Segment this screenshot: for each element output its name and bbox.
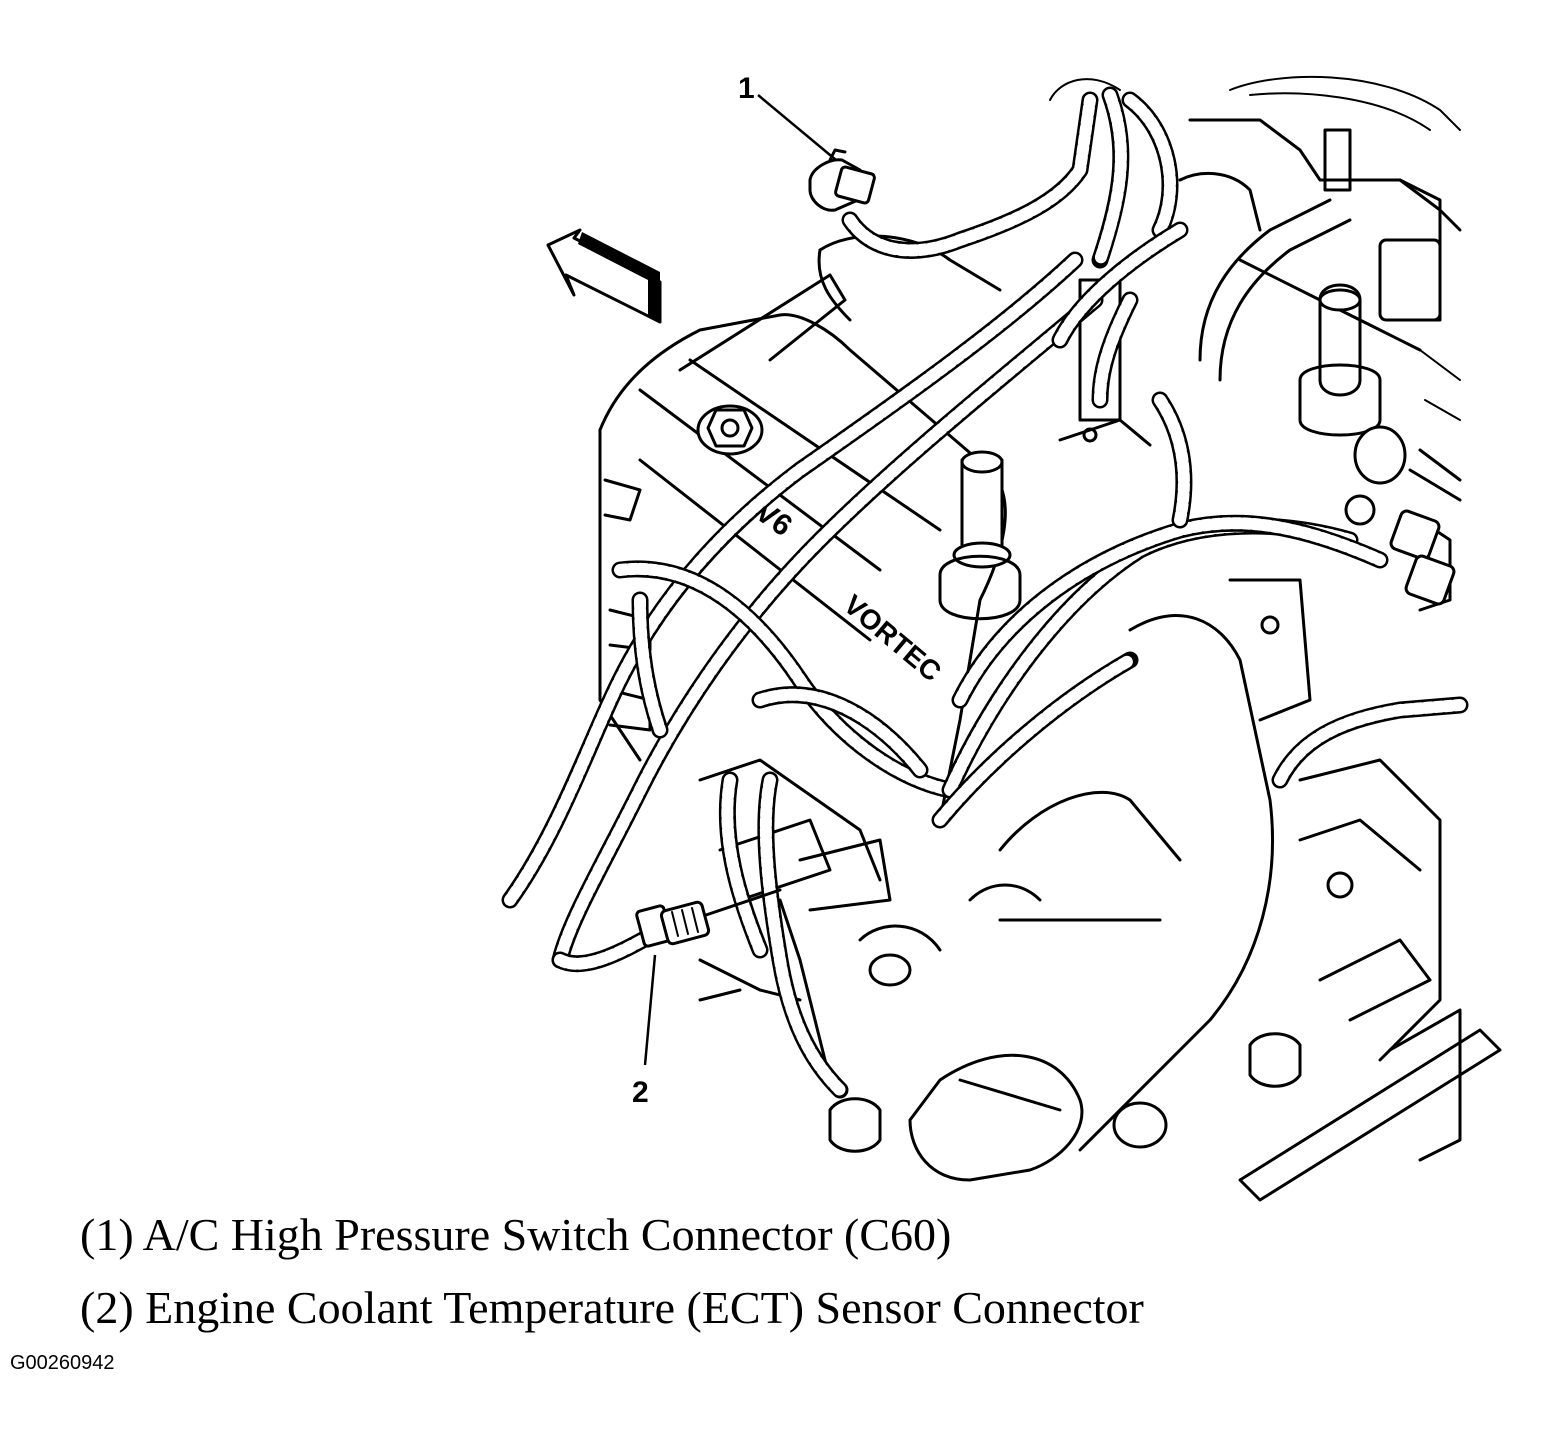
legend-item-2: (2) Engine Coolant Temperature (ECT) Sen… bbox=[80, 1282, 1144, 1333]
leader-line-2 bbox=[643, 954, 657, 1066]
figure-id: G00260942 bbox=[10, 1352, 115, 1374]
forward-direction-arrow bbox=[546, 228, 662, 324]
lower-right-bracket bbox=[828, 758, 1502, 1202]
air-intake-duct bbox=[908, 578, 1312, 1182]
lower-engine-block bbox=[698, 758, 942, 1082]
legend-item-1: (1) A/C High Pressure Switch Connector (… bbox=[80, 1209, 952, 1260]
callout-number-1: 1 bbox=[738, 72, 755, 105]
cover-brand-text: VORTEC bbox=[838, 589, 947, 688]
leader-line-1 bbox=[757, 94, 837, 161]
callout-leader-lines bbox=[643, 94, 837, 1066]
upper-engine-structure bbox=[1049, 75, 1462, 612]
callout-number-2: 2 bbox=[632, 1076, 649, 1109]
ect-sensor-connector bbox=[635, 888, 782, 948]
ac-high-pressure-switch-connector bbox=[808, 148, 876, 212]
wiring-harness bbox=[501, 86, 1469, 1099]
